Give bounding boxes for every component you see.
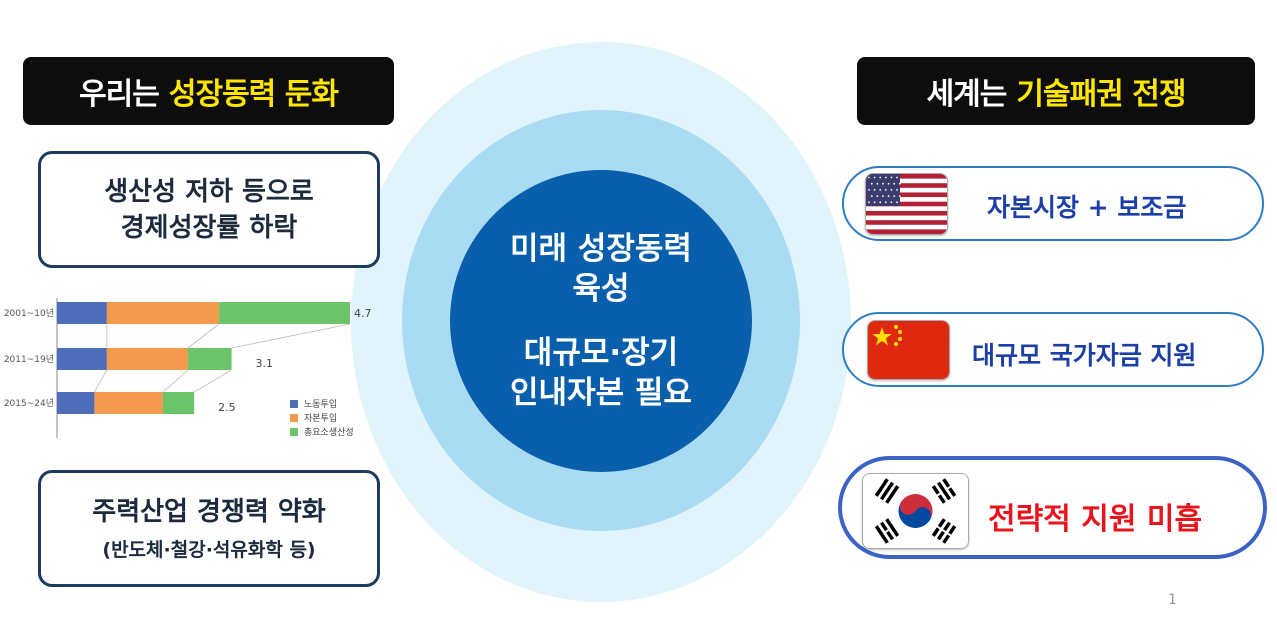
inner-circle	[450, 170, 752, 472]
legend-swatch	[290, 400, 298, 408]
bar-2-2	[106, 348, 188, 370]
connector-line	[231, 323, 351, 349]
center-line3: 대규모·장기	[523, 335, 679, 371]
bar-3-3	[162, 392, 195, 414]
industry-box: 주력산업 경쟁력 약화 (반도체·철강·석유화학 등)	[38, 470, 380, 587]
industry-line2: (반도체·철강·석유화학 등)	[102, 538, 316, 561]
usa-label: 자본시장 + 보조금	[987, 193, 1187, 222]
right-header: 세계는 기술패권 전쟁	[857, 57, 1255, 125]
korea-label: 전략적 지원 미흡	[988, 502, 1203, 537]
page-number: 1	[1168, 592, 1177, 608]
left-header: 우리는 성장동력 둔화	[23, 57, 394, 125]
growth-chart: 2001~10년 4.7 2011~19년 3.1 2015~24년 2.5 노동투입자본투…	[4, 298, 372, 438]
center-line4: 인내자본 필요	[510, 375, 692, 411]
connector-line	[94, 369, 108, 393]
legend-label: 총요소생산성	[304, 427, 354, 438]
china-flag-icon	[867, 320, 950, 380]
productivity-box: 생산성 저하 등으로 경제성장률 하락	[38, 151, 380, 268]
legend-swatch	[290, 414, 298, 422]
connector-line	[193, 369, 232, 393]
productivity-line2: 경제성장률 하락	[120, 212, 298, 243]
left-header-part2: 성장동력 둔화	[168, 77, 339, 112]
center-line1: 미래 성장동력	[510, 231, 692, 267]
legend-swatch	[290, 428, 298, 436]
productivity-line1: 생산성 저하 등으로	[104, 176, 314, 207]
total-label: 3.1	[256, 357, 274, 370]
legend-label: 자본투입	[304, 412, 337, 424]
left-header-part1: 우리는	[79, 77, 160, 112]
industry-line1: 주력산업 경쟁력 약화	[92, 496, 326, 527]
total-label: 4.7	[354, 307, 372, 320]
legend-label: 노동투입	[304, 398, 337, 410]
total-label: 2.5	[218, 401, 236, 414]
category-label: 2011~19년	[4, 354, 54, 365]
connector-line	[162, 369, 189, 393]
center-text: 미래 성장동력 육성 대규모·장기 인내자본 필요	[450, 170, 752, 472]
bar-3-2	[187, 348, 232, 370]
bar-2-3	[94, 392, 163, 414]
korea-flag-icon	[862, 473, 969, 549]
connector-line	[187, 323, 220, 349]
right-header-part2: 기술패권 전쟁	[1016, 77, 1186, 112]
china-label: 대규모 국가자금 지원	[972, 341, 1197, 370]
center-line2: 육성	[572, 271, 630, 307]
bar-3-1	[219, 302, 350, 324]
bar-1-3	[57, 392, 95, 414]
right-header-part1: 세계는	[926, 77, 1008, 112]
bar-1-2	[57, 348, 107, 370]
category-label: 2001~10년	[4, 308, 54, 319]
usa-flag-icon	[865, 173, 948, 235]
bar-1-1	[57, 302, 107, 324]
category-label: 2015~24년	[4, 398, 54, 409]
bar-2-1	[106, 302, 220, 324]
